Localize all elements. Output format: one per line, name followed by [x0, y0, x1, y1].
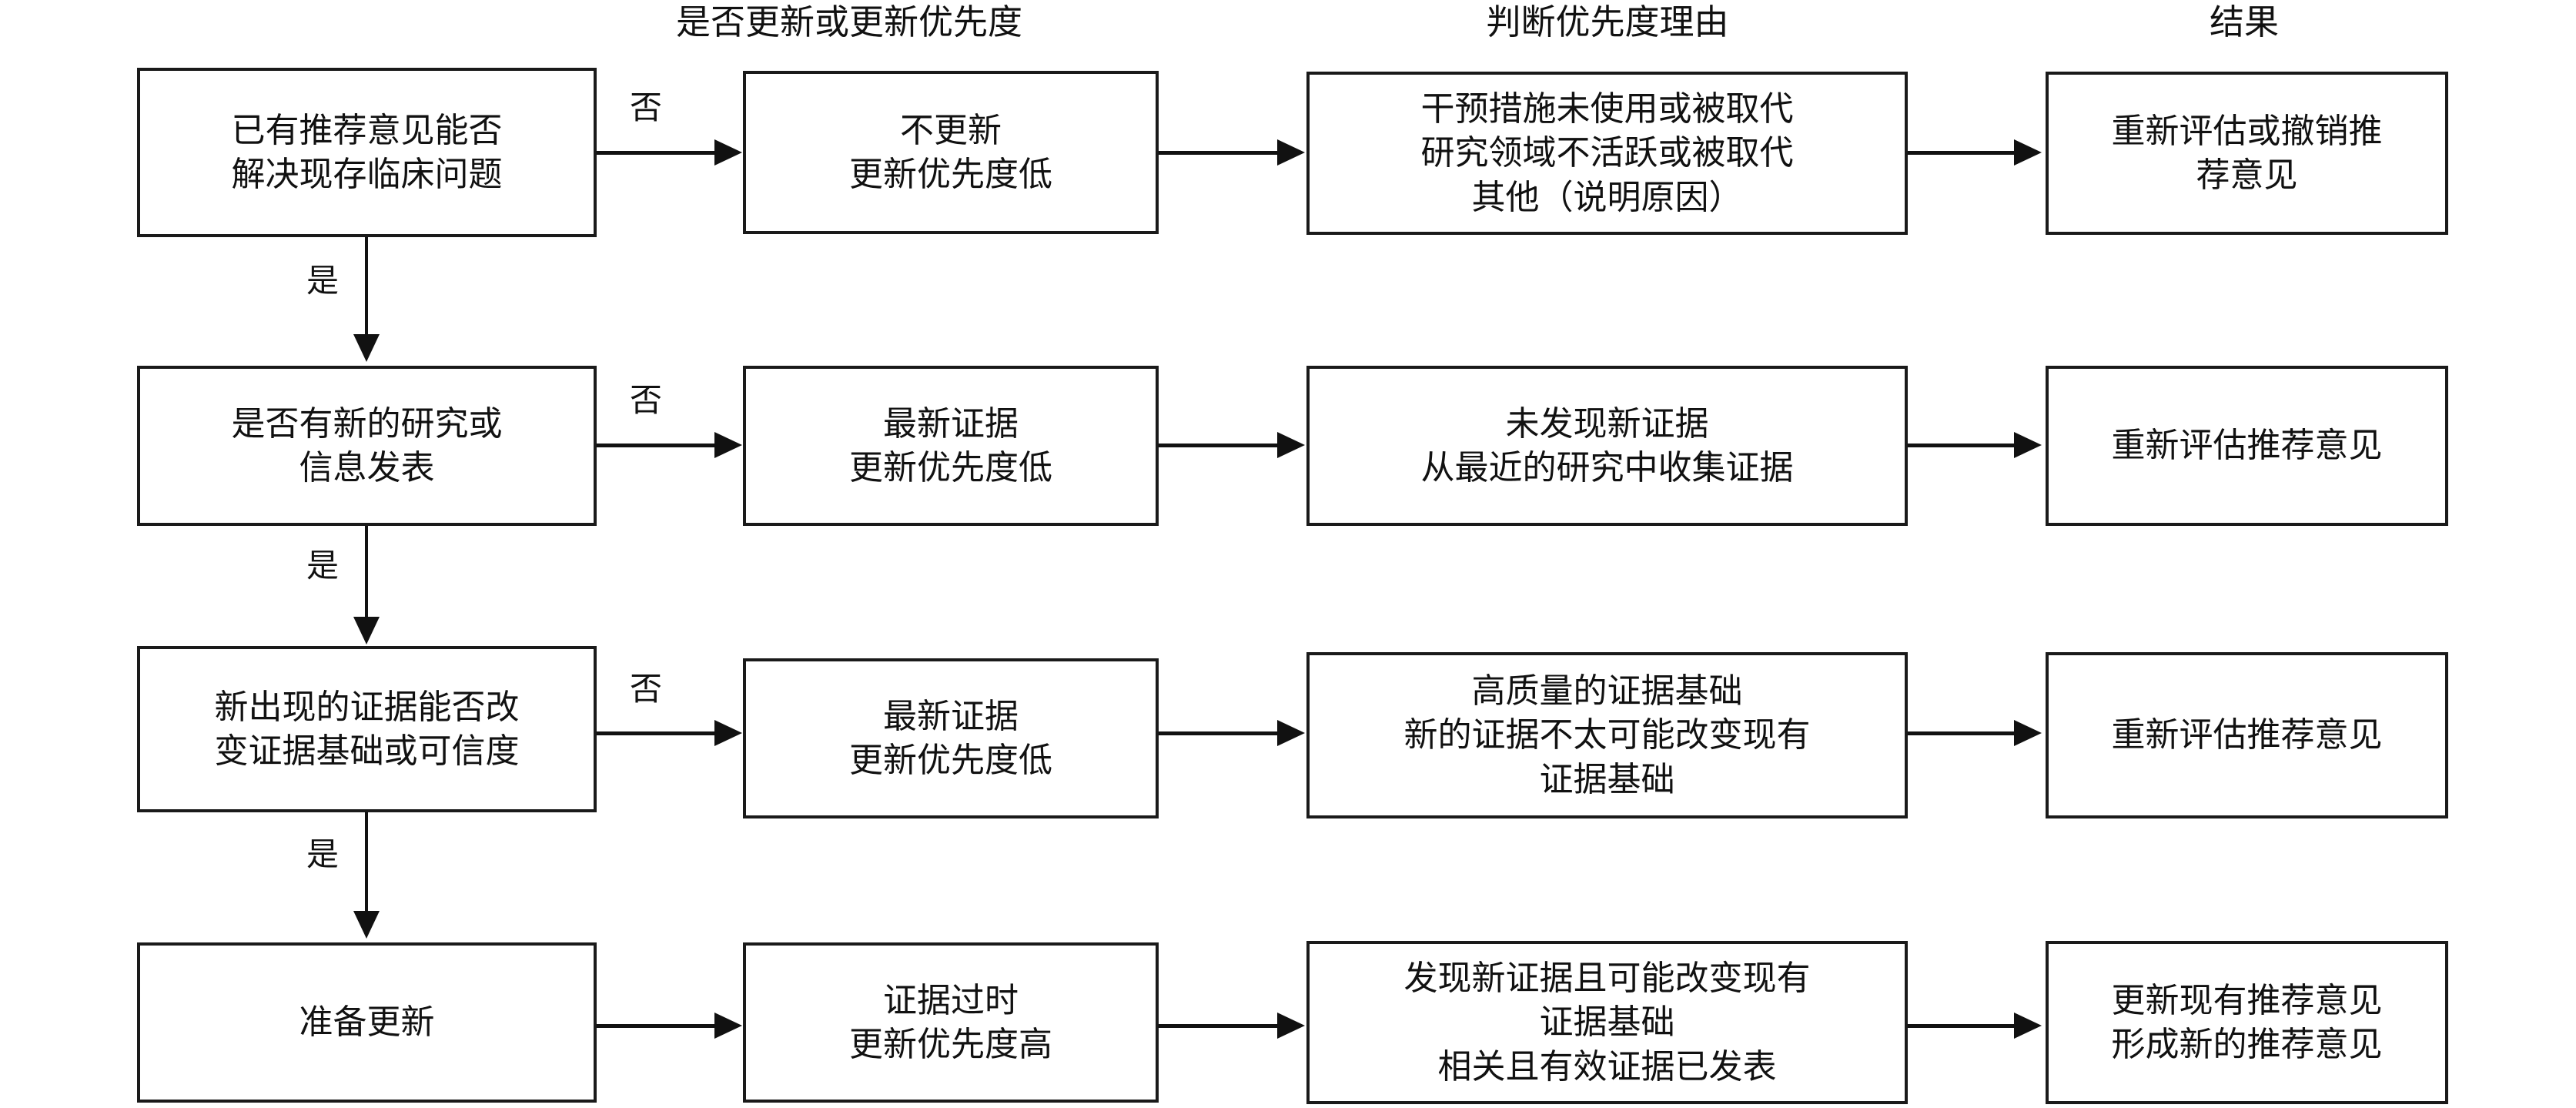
outcome-text-row-3: 重新评估推荐意见 — [2111, 716, 2383, 755]
reason-text-row-2: 未发现新证据 从最近的研究中收集证据 — [1420, 404, 1794, 487]
arrowhead-r3-to-o3 — [2014, 720, 2042, 746]
edge-label-yes-row-3: 是 — [306, 838, 340, 873]
connector-d3-to-r3 — [1159, 731, 1280, 735]
arrowhead-d1-to-r1 — [1277, 139, 1305, 166]
connector-d1-to-r1 — [1159, 151, 1280, 155]
column-header-decision: 是否更新或更新优先度 — [675, 3, 1022, 42]
question-text-row-1: 已有推荐意见能否 解决现存临床问题 — [231, 111, 503, 193]
arrowhead-q3-to-q4 — [353, 911, 380, 939]
reason-text-row-4: 发现新证据且可能改变现有 证据基础 相关且有效证据已发表 — [1403, 959, 1811, 1086]
connector-r1-to-o1 — [1908, 151, 2016, 155]
decision-box-row-4[interactable]: 证据过时 更新优先度高 — [743, 942, 1159, 1103]
column-header-reason: 判断优先度理由 — [1486, 3, 1729, 42]
reason-box-row-2[interactable]: 未发现新证据 从最近的研究中收集证据 — [1306, 366, 1908, 526]
connector-q4-to-d4 — [597, 1024, 731, 1028]
connector-q1-to-q2 — [365, 237, 368, 336]
connector-r4-to-o4 — [1908, 1024, 2016, 1028]
connector-q3-to-q4 — [365, 812, 368, 912]
decision-box-row-1[interactable]: 不更新 更新优先度低 — [743, 71, 1159, 234]
arrowhead-r4-to-o4 — [2014, 1013, 2042, 1039]
question-box-row-3[interactable]: 新出现的证据能否改 变证据基础或可信度 — [137, 646, 597, 812]
connector-r2-to-o2 — [1908, 444, 2016, 447]
arrowhead-d3-to-r3 — [1277, 720, 1305, 746]
edge-label-no-row-3: 否 — [630, 672, 663, 708]
question-box-row-1[interactable]: 已有推荐意见能否 解决现存临床问题 — [137, 68, 597, 237]
reason-box-row-3[interactable]: 高质量的证据基础 新的证据不太可能改变现有 证据基础 — [1306, 652, 1908, 818]
outcome-box-row-1[interactable]: 重新评估或撤销推 荐意见 — [2046, 72, 2448, 235]
arrowhead-q3-to-d3 — [714, 720, 742, 746]
question-text-row-2: 是否有新的研究或 信息发表 — [231, 404, 503, 487]
outcome-box-row-4[interactable]: 更新现有推荐意见 形成新的推荐意见 — [2046, 941, 2448, 1104]
column-header-outcome: 结果 — [2209, 3, 2279, 42]
outcome-text-row-4: 更新现有推荐意见 形成新的推荐意见 — [2111, 981, 2383, 1063]
arrowhead-d4-to-r4 — [1277, 1013, 1305, 1039]
question-text-row-3: 新出现的证据能否改 变证据基础或可信度 — [214, 688, 520, 770]
decision-text-row-1: 不更新 更新优先度低 — [849, 111, 1052, 193]
decision-text-row-4: 证据过时 更新优先度高 — [849, 981, 1052, 1063]
decision-box-row-2[interactable]: 最新证据 更新优先度低 — [743, 366, 1159, 526]
arrowhead-q2-to-q3 — [353, 617, 380, 644]
connector-q2-to-d2 — [597, 444, 731, 447]
arrowhead-q1-to-q2 — [353, 334, 380, 362]
connector-q2-to-q3 — [365, 526, 368, 618]
arrowhead-q2-to-d2 — [714, 432, 742, 458]
outcome-box-row-3[interactable]: 重新评估推荐意见 — [2046, 652, 2448, 818]
outcome-box-row-2[interactable]: 重新评估推荐意见 — [2046, 366, 2448, 526]
connector-q1-to-d1 — [597, 151, 731, 155]
reason-text-row-3: 高质量的证据基础 新的证据不太可能改变现有 证据基础 — [1403, 672, 1811, 798]
arrowhead-d2-to-r2 — [1277, 432, 1305, 458]
arrowhead-r1-to-o1 — [2014, 139, 2042, 166]
connector-d2-to-r2 — [1159, 444, 1280, 447]
outcome-text-row-1: 重新评估或撤销推 荐意见 — [2111, 112, 2383, 194]
edge-label-no-row-1: 否 — [630, 91, 663, 126]
decision-text-row-2: 最新证据 更新优先度低 — [849, 404, 1052, 487]
question-text-row-4: 准备更新 — [299, 1003, 435, 1042]
decision-box-row-3[interactable]: 最新证据 更新优先度低 — [743, 658, 1159, 818]
reason-text-row-1: 干预措施未使用或被取代 研究领域不活跃或被取代 其他（说明原因） — [1420, 90, 1794, 216]
arrowhead-q1-to-d1 — [714, 139, 742, 166]
edge-label-yes-row-2: 是 — [306, 549, 340, 584]
edge-label-no-row-2: 否 — [630, 383, 663, 419]
arrowhead-q4-to-d4 — [714, 1013, 742, 1039]
connector-d4-to-r4 — [1159, 1024, 1280, 1028]
outcome-text-row-2: 重新评估推荐意见 — [2111, 427, 2383, 465]
question-box-row-4[interactable]: 准备更新 — [137, 942, 597, 1103]
question-box-row-2[interactable]: 是否有新的研究或 信息发表 — [137, 366, 597, 526]
decision-text-row-3: 最新证据 更新优先度低 — [849, 697, 1052, 779]
edge-label-yes-row-1: 是 — [306, 264, 340, 300]
reason-box-row-4[interactable]: 发现新证据且可能改变现有 证据基础 相关且有效证据已发表 — [1306, 941, 1908, 1104]
arrowhead-r2-to-o2 — [2014, 432, 2042, 458]
connector-q3-to-d3 — [597, 731, 731, 735]
connector-r3-to-o3 — [1908, 731, 2016, 735]
reason-box-row-1[interactable]: 干预措施未使用或被取代 研究领域不活跃或被取代 其他（说明原因） — [1306, 72, 1908, 235]
